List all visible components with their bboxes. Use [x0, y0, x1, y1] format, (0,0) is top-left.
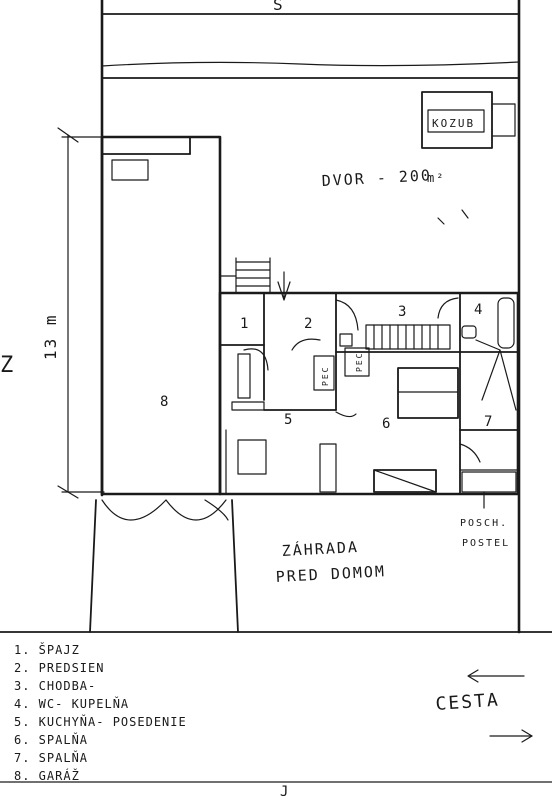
room-number-1: 1 — [240, 316, 250, 332]
room-number-3: 3 — [398, 304, 408, 320]
doors — [243, 299, 481, 463]
road-label: CESTA — [435, 690, 500, 715]
legend-item-3: 3. CHODBA- — [14, 679, 96, 693]
bathroom-fixtures — [461, 297, 517, 411]
stove-1-label: PEC — [321, 366, 330, 386]
legend-item-5: 5. KUCHYŇA- POSEDENIE — [14, 714, 187, 729]
entrance-stairs — [219, 257, 291, 301]
legend-item-4: 4. WC- KUPELŇA — [14, 696, 129, 711]
house-outline — [218, 291, 520, 496]
front-garden-label-2: PRED DOMOM — [275, 562, 386, 586]
room-number-2: 2 — [304, 316, 314, 332]
bunk-bed-label-2: POSTEL — [462, 538, 510, 549]
legend-item-7: 7. SPALŇA — [14, 750, 88, 765]
bedroom-furniture — [373, 367, 459, 493]
bunk-bed-label-1: POSCH. — [460, 518, 508, 529]
dimension-13m — [57, 127, 105, 499]
stoves — [313, 333, 370, 391]
south-marker: J — [280, 784, 290, 800]
north-marker: S — [273, 0, 285, 14]
fireplace — [421, 91, 516, 149]
road-arrows — [467, 669, 533, 743]
dimension-label: 13 m — [41, 313, 60, 360]
front-garden-label-1: ZÁHRADA — [281, 537, 359, 560]
kitchen-fixtures — [225, 353, 337, 495]
room-number-4: 4 — [474, 302, 484, 318]
yard-label: DVOR - 200 — [321, 166, 432, 190]
fireplace-label: KOZUB — [432, 117, 475, 130]
garage — [100, 135, 222, 496]
legend: 1. ŠPAJZ 2. PREDSIEN 3. CHODBA- 4. WC- K… — [14, 642, 187, 783]
stove-2-label: PEC — [355, 352, 364, 372]
bunk-bed — [461, 471, 517, 509]
corridor-stairs — [365, 297, 459, 350]
legend-item-6: 6. SPALŇA — [14, 732, 88, 747]
side-marker: Z — [0, 353, 15, 378]
legend-item-8: 8. GARÁŽ — [14, 768, 80, 783]
legend-item-1: 1. ŠPAJZ — [14, 642, 80, 657]
room-number-5: 5 — [284, 412, 294, 428]
room-number-8: 8 — [160, 394, 170, 410]
yard-unit: m² — [427, 171, 445, 185]
front-gate — [89, 499, 239, 633]
legend-item-2: 2. PREDSIEN — [14, 661, 104, 675]
room-number-7: 7 — [484, 414, 494, 430]
interior-walls — [219, 292, 519, 495]
room-number-6: 6 — [382, 416, 392, 432]
